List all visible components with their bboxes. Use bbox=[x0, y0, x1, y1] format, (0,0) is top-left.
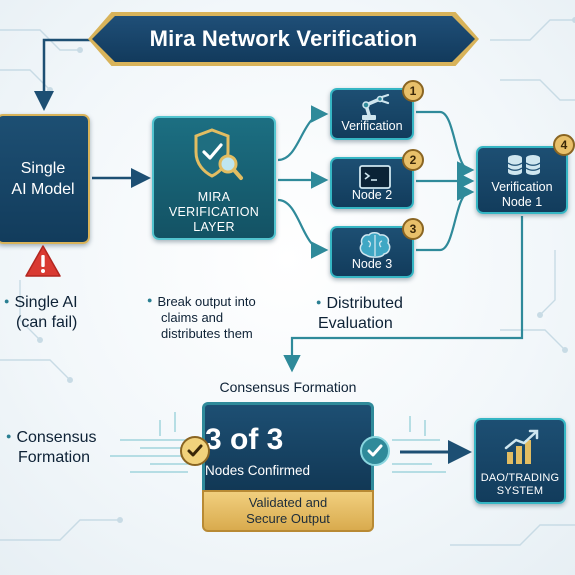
page-title: Mira Network Verification bbox=[149, 26, 418, 51]
node-3-badge: 3 bbox=[402, 218, 424, 240]
checkmark-icon-right bbox=[360, 436, 390, 466]
dao-label: DAO/TRADING SYSTEM bbox=[476, 472, 564, 498]
mira-caption-line3: distributes them bbox=[161, 326, 253, 341]
dao-trading-system-box: DAO/TRADING SYSTEM bbox=[474, 418, 566, 504]
node-2-label: Node 2 bbox=[351, 188, 393, 202]
consensus-count: 3 of 3 bbox=[205, 423, 284, 456]
title-banner: Mira Network Verification bbox=[92, 16, 475, 62]
validated-line1: Validated and bbox=[248, 495, 328, 510]
consensus-left-caption-line2: Formation bbox=[18, 449, 91, 466]
consensus-left-caption-line1: Consensus bbox=[16, 429, 97, 446]
robot-arm-icon bbox=[362, 93, 390, 120]
verification-node-1-label: Verification Node 1 bbox=[478, 180, 566, 210]
dao-label-line1: DAO/TRADING bbox=[480, 472, 560, 484]
vnode1-label-line2: Node 1 bbox=[501, 195, 543, 209]
single-ai-caption-line2: (can fail) bbox=[16, 314, 78, 331]
mira-label-line2: VERIFICATION bbox=[168, 205, 260, 219]
distributed-caption-line2: Evaluation bbox=[318, 315, 393, 332]
validated-output-banner: Validated and Secure Output bbox=[202, 490, 374, 532]
consensus-heading: Consensus Formation bbox=[219, 379, 357, 395]
verification-node-box-2: Node 2 bbox=[330, 157, 414, 209]
mira-layer-caption: Break output into claims and distributes… bbox=[147, 292, 297, 342]
database-icon bbox=[507, 155, 541, 175]
checkmark-icon-left bbox=[180, 436, 210, 466]
mira-label-line1: MIRA bbox=[197, 190, 231, 204]
connector-title-to-single-ai bbox=[34, 38, 92, 111]
node-2-badge: 2 bbox=[402, 149, 424, 171]
circuit-traces bbox=[0, 19, 575, 546]
verification-node-box-3: Node 3 bbox=[330, 226, 414, 278]
distributed-caption: Distributed Evaluation bbox=[316, 292, 456, 334]
vnode1-label-line1: Verification bbox=[491, 180, 553, 194]
node-1-label: Verification bbox=[341, 119, 403, 133]
validated-line2: Secure Output bbox=[246, 511, 330, 526]
single-ai-label-line1: Single bbox=[20, 160, 66, 177]
terminal-icon bbox=[359, 165, 391, 189]
node-1-badge: 1 bbox=[402, 80, 424, 102]
mira-layer-label: MIRA VERIFICATION LAYER bbox=[154, 190, 274, 235]
consensus-box: 3 of 3 Nodes Confirmed bbox=[202, 402, 374, 494]
single-ai-caption-line1: Single AI bbox=[14, 294, 78, 311]
single-ai-model-box: Single AI Model bbox=[0, 114, 90, 244]
shield-magnifier-icon bbox=[194, 128, 243, 180]
single-ai-caption: Single AI (can fail) bbox=[4, 291, 124, 333]
node-3-label: Node 3 bbox=[351, 257, 393, 271]
mira-verification-layer-box: MIRA VERIFICATION LAYER bbox=[152, 116, 276, 240]
bar-chart-trend-icon bbox=[504, 429, 539, 464]
mira-caption-line2: claims and bbox=[161, 310, 224, 325]
mira-label-line3: LAYER bbox=[193, 220, 235, 234]
connector-to-consensus bbox=[283, 216, 524, 373]
mira-caption-line1: Break output into bbox=[157, 294, 256, 309]
verification-node-1-box: Verification Node 1 bbox=[476, 146, 568, 214]
dao-label-line2: SYSTEM bbox=[496, 485, 544, 497]
consensus-status: Nodes Confirmed bbox=[205, 463, 311, 478]
consensus-left-caption: Consensus Formation bbox=[6, 426, 136, 468]
warning-icon bbox=[25, 245, 61, 277]
verification-node-box-1: Verification bbox=[330, 88, 414, 140]
distributed-caption-line1: Distributed bbox=[326, 295, 403, 312]
brain-icon bbox=[359, 232, 391, 258]
verification-node-1-badge: 4 bbox=[553, 134, 575, 156]
single-ai-label-line2: AI Model bbox=[11, 181, 75, 198]
